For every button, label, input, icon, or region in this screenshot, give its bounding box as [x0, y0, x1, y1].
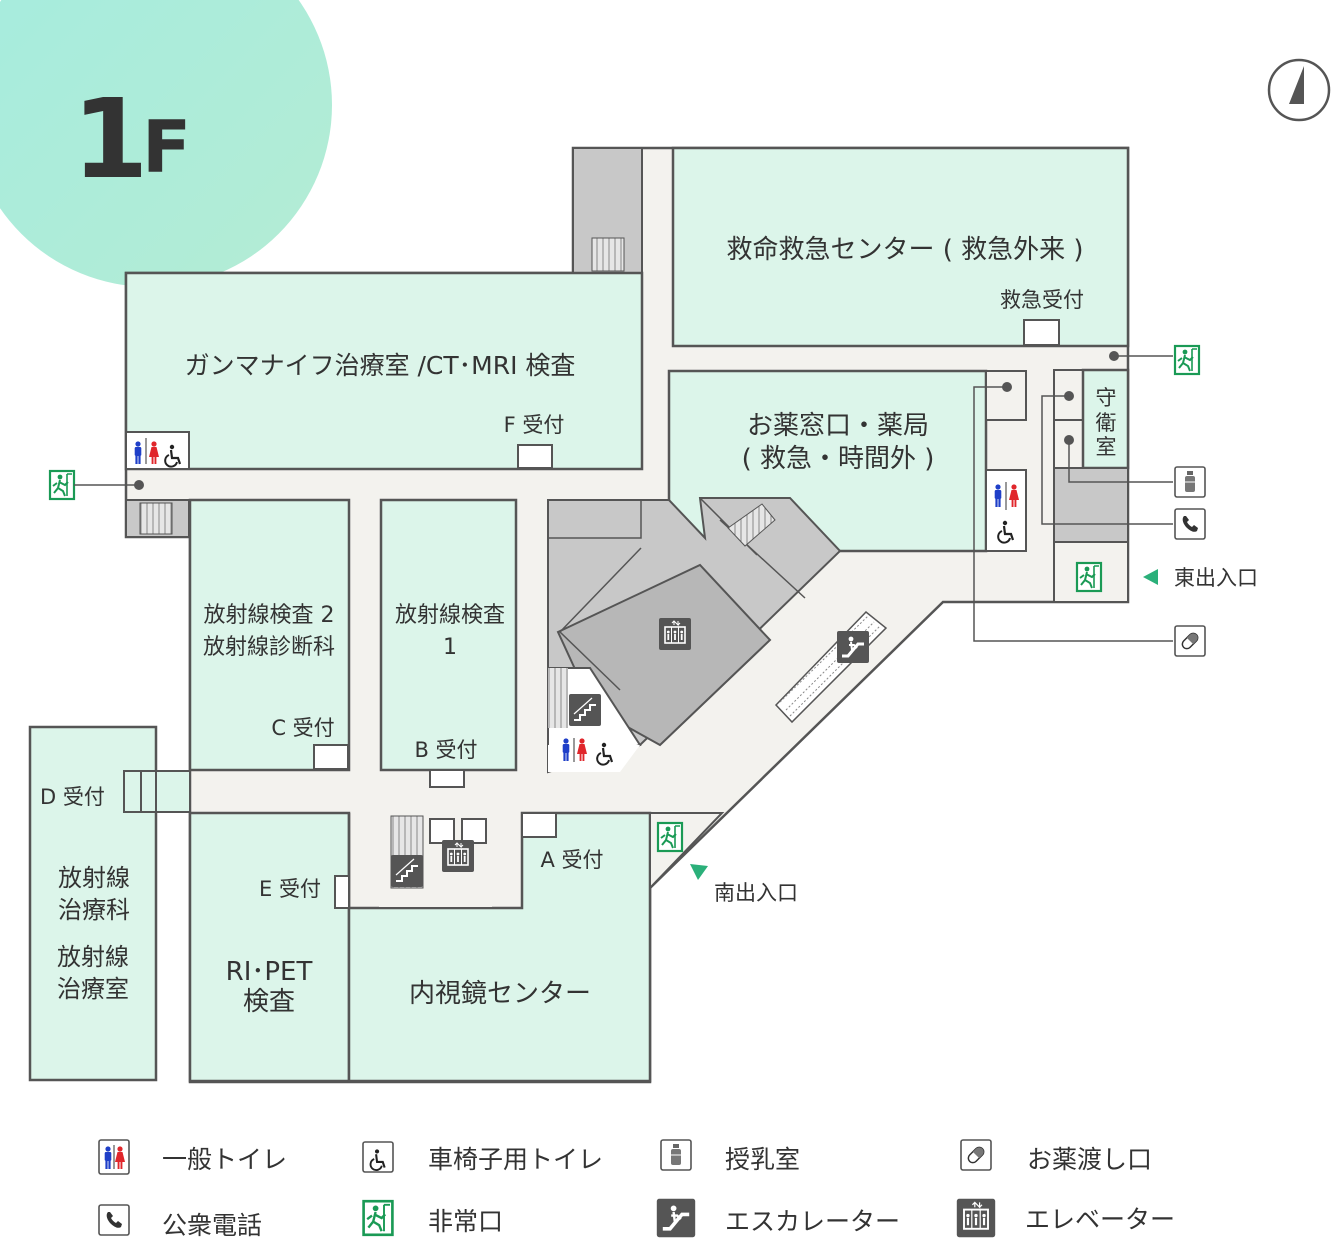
- south-entrance-arrow: [690, 864, 708, 880]
- medicine-icon: [960, 1139, 992, 1171]
- emergency-exit-icon: [48, 469, 76, 501]
- label-emergency-reception: 救急受付: [1000, 288, 1084, 312]
- room-ri-pet: [188, 811, 351, 1083]
- floor-number: 1: [72, 75, 149, 203]
- floor-badge-circle: [0, 0, 332, 287]
- compass-icon: [1267, 58, 1331, 122]
- medicine-window-booth: [985, 370, 1027, 421]
- label-gamma-knife: ガンマナイフ治療室 /CT･MRI 検査: [185, 351, 576, 380]
- label-d-reception: D 受付: [40, 785, 105, 809]
- label-rad-exam1-1: 放射線検査: [395, 603, 505, 628]
- label-rad-therapy-room-2: 治療室: [57, 975, 129, 1003]
- room-gamma-knife: [124, 271, 644, 471]
- label-guard-1: 守: [1096, 386, 1117, 410]
- counter-b-reception: [429, 769, 465, 788]
- stairs-icon: [568, 693, 602, 727]
- legend-label-wheelchair: 車椅子用トイレ: [428, 1145, 603, 1174]
- emergency-exit-icon: [1075, 561, 1103, 593]
- label-guard-3: 室: [1096, 435, 1117, 459]
- room-radiology-exam-1: [379, 498, 518, 772]
- floor-letter: F: [142, 105, 191, 189]
- emergency-exit-icon: [362, 1199, 394, 1237]
- stairs-icon: [390, 854, 424, 888]
- label-pharmacy-2: ( 救急・時間外 ): [742, 444, 935, 474]
- label-emergency-center: 救命救急センター ( 救急外来 ): [726, 235, 1083, 265]
- elevator-icon: [955, 1197, 997, 1239]
- label-rad-exam2-2: 放射線診断科: [203, 635, 335, 660]
- legend-label-restroom: 一般トイレ: [162, 1145, 287, 1174]
- label-f-reception: F 受付: [504, 413, 565, 437]
- legend-label-exit: 非常口: [428, 1207, 503, 1236]
- label-ri-pet-1: RI･PET: [226, 957, 313, 987]
- escalator-icon: [654, 1197, 698, 1239]
- counter-e-reception: [334, 875, 350, 909]
- legend-label-elevator: エレベーター: [1025, 1205, 1175, 1234]
- phone-icon: [1174, 508, 1206, 540]
- east-entrance-arrow: [1143, 569, 1158, 585]
- legend-label-escalator: エスカレーター: [725, 1207, 900, 1236]
- label-endoscopy: 内視鏡センター: [409, 979, 591, 1009]
- emergency-exit-icon: [656, 821, 684, 853]
- legend-label-medicine: お薬渡し口: [1027, 1145, 1152, 1174]
- label-rad-therapy-dept-2: 治療科: [58, 896, 130, 924]
- legend: 一般トイレ 車椅子用トイレ 授乳室 お薬渡し口 公衆電話 非常口 エスカレーター…: [98, 1139, 1175, 1240]
- legend-label-phone: 公衆電話: [162, 1211, 262, 1240]
- label-guard-2: 衛: [1096, 411, 1117, 435]
- service-east: [1053, 467, 1129, 543]
- label-south-entrance: 南出入口: [714, 881, 798, 905]
- escalator-icon: [835, 629, 871, 665]
- elevator-icon: [441, 839, 475, 873]
- emergency-exit-icon: [1173, 344, 1201, 376]
- medicine-icon: [1174, 625, 1206, 657]
- legend-label-nursing: 授乳室: [725, 1145, 800, 1174]
- label-b-reception: B 受付: [414, 738, 477, 762]
- restroom-icon: [99, 1140, 129, 1174]
- stairs-west: [139, 502, 173, 535]
- label-rad-exam2-1: 放射線検査 2: [204, 603, 335, 628]
- elevator-icon: [658, 617, 692, 651]
- counter-f-reception: [517, 444, 553, 469]
- phone-icon: [98, 1204, 130, 1236]
- wheelchair-icon: [363, 1142, 393, 1172]
- stairs-north: [591, 237, 625, 272]
- nursing-room-icon: [660, 1139, 692, 1171]
- counter-emergency-reception: [1023, 319, 1060, 346]
- nursing-room-icon: [1174, 466, 1206, 498]
- label-a-reception: A 受付: [540, 848, 603, 872]
- label-east-entrance: 東出入口: [1174, 566, 1258, 590]
- label-rad-therapy-room-1: 放射線: [57, 943, 129, 971]
- label-rad-exam1-2: 1: [443, 635, 457, 660]
- label-c-reception: C 受付: [271, 716, 334, 740]
- room-guard: [1081, 368, 1130, 470]
- room-radiology-exam-2: [188, 498, 351, 772]
- counter-a-reception: [521, 812, 557, 838]
- counter-c-reception: [313, 744, 349, 770]
- label-ri-pet-2: 検査: [243, 987, 295, 1017]
- room-endoscopy: [347, 811, 652, 1083]
- label-pharmacy-1: お薬窓口・薬局: [747, 411, 929, 441]
- label-e-reception: E 受付: [259, 877, 321, 901]
- room-emergency-center: [671, 146, 1130, 348]
- label-rad-therapy-dept-1: 放射線: [58, 864, 130, 892]
